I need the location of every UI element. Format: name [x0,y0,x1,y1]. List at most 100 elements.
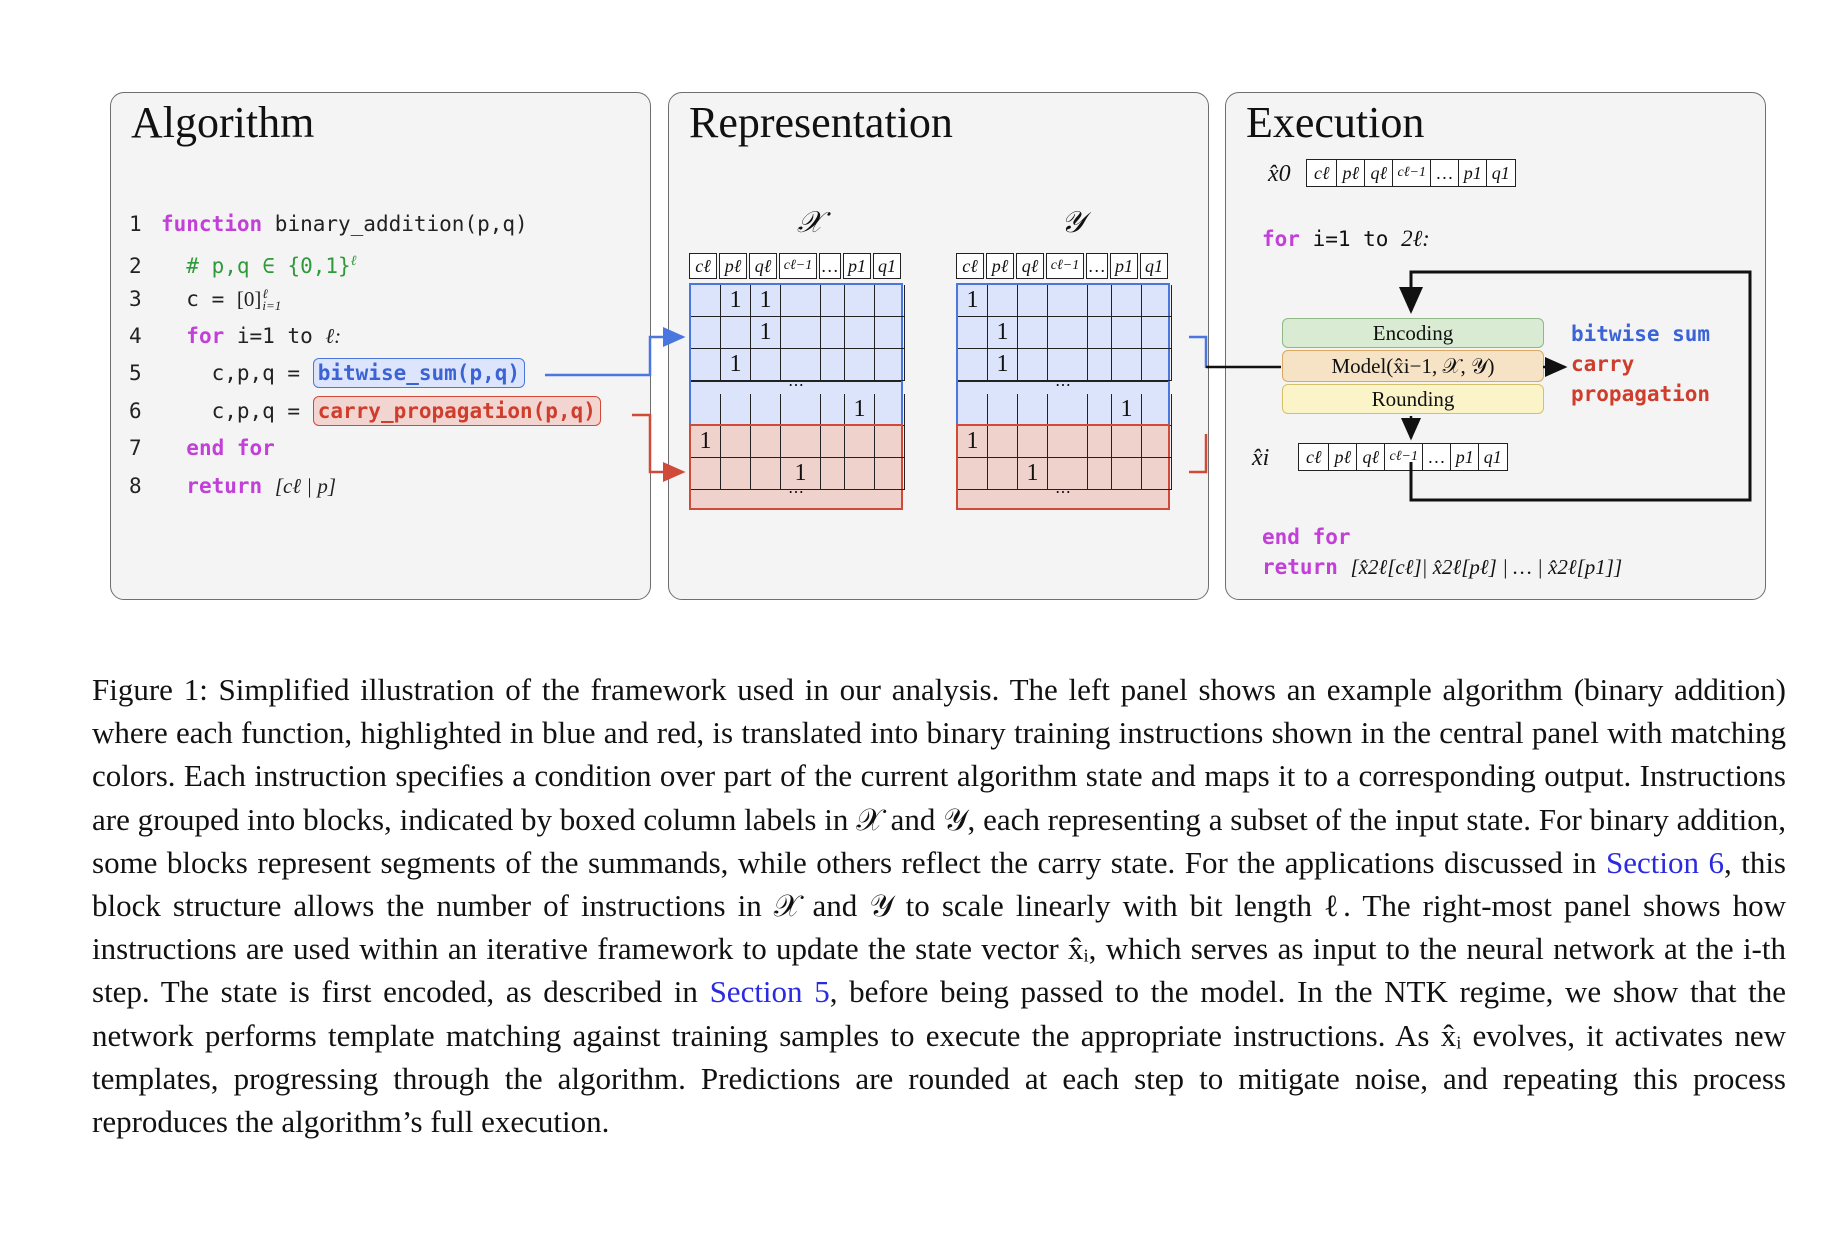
matrix-cell [781,393,821,426]
matrix-cell: 1 [958,425,988,458]
matrix-cell [821,349,845,381]
figure-caption: Figure 1: Simplified illustration of the… [92,668,1786,1143]
zero-vector: [0] [236,287,262,311]
matrix-cell [751,425,781,458]
column-header-cell: qℓ [1016,253,1044,279]
caption-text-3: , before being passed to the model. In t… [92,974,1786,1140]
matrix-cell [1048,317,1088,349]
matrix-cell [1018,425,1048,458]
ellipsis-row: ⋯ [958,378,1168,394]
matrix-cell [845,349,875,381]
column-header-cell: q1 [873,253,901,279]
bitwise-sum-call: bitwise_sum(p,q) [312,358,526,388]
matrix-cell [751,393,781,426]
state-cell: cℓ−1 [1384,443,1424,471]
assign-lhs: c,p,q = [211,361,313,385]
keyword-end-for: end for [186,436,275,460]
keyword-return: return [186,474,263,498]
zero-vector-sup: ℓ [262,286,268,301]
column-header-cell: cℓ−1 [1046,253,1084,279]
execution-title: Execution [1246,98,1425,147]
matrix-cell [875,317,905,349]
state-cell: p1 [1458,159,1488,187]
matrix-cell: 1 [845,393,875,426]
matrix-cell [1142,393,1172,426]
matrix-cell: 1 [958,285,988,317]
column-header-cell: pℓ [986,253,1014,279]
matrix-cell [1088,317,1112,349]
matrix-cell [1048,457,1088,490]
caption-text-2: , this block structure allows the number… [92,844,1786,1010]
matrix-cell [988,285,1018,317]
zero-vector-sub: i=1 [262,298,282,313]
state-cell: pℓ [1328,443,1358,471]
matrix-cell [691,285,721,317]
ellipsis-row: ⋯ [788,483,804,501]
line-number: 5 [129,361,142,385]
line-number: 2 [129,254,142,278]
code-line-2: 2 # p,q ∈ {0,1}ℓ [129,245,357,279]
matrix-cell [1142,317,1172,349]
matrix-cell [691,349,721,381]
keyword-for: for [1262,227,1300,251]
y-set-label: 𝒴 [1061,206,1085,239]
matrix-cell [1112,349,1142,381]
state-cell: … [1422,443,1452,471]
matrix-cell [1112,457,1142,490]
model-step: Model(x̂i−1, 𝒳, 𝒴) [1282,350,1544,382]
rounding-step: Rounding [1282,384,1544,414]
matrix-cell [1088,285,1112,317]
state-cell: cℓ [1298,443,1330,471]
matrix-cell [821,285,845,317]
section-6-link[interactable]: Section 6 [1605,844,1724,880]
side-label-carry: carry [1571,352,1635,376]
matrix-cell: 1 [988,349,1018,381]
matrix-cell [821,425,845,458]
keyword-function: function [161,212,263,236]
matrix-cell: 1 [721,349,751,381]
loop-bound: ℓ: [325,324,342,348]
matrix-cell [821,393,845,426]
ellipsis-row: ⋯ [691,378,901,394]
matrix-cell [1018,317,1048,349]
matrix-cell [1048,393,1088,426]
matrix-cell [721,317,751,349]
line-number: 6 [129,399,142,423]
matrix-cell [1142,285,1172,317]
matrix-cell [1048,285,1088,317]
column-header-cell: … [819,253,841,279]
matrix-cell [1018,393,1048,426]
matrix-cell [845,425,875,458]
loop-range: i=1 to [1299,227,1402,251]
matrix-cell [1088,457,1112,490]
matrix-cell [875,457,905,490]
code-line-5: 5 c,p,q = bitwise_sum(p,q) [129,356,526,390]
code-line-7: 7 end for [129,431,275,465]
line-number: 4 [129,324,142,348]
matrix-cell [781,425,821,458]
matrix-cell [875,425,905,458]
return-value: [cℓ | p] [274,474,336,498]
state-cell: p1 [1450,443,1480,471]
code-line-6: 6 c,p,q = carry_propagation(p,q) [129,394,601,428]
matrix-cell [781,285,821,317]
matrix-cell [691,393,721,426]
section-5-link[interactable]: Section 5 [709,974,830,1010]
return-value: [x̂2ℓ[cℓ]| x̂2ℓ[pℓ] | … | x̂2ℓ[p1]] [1350,555,1623,579]
loop-range: i=1 to [224,324,326,348]
matrix-cell [1142,457,1172,490]
exec-return-line: return [x̂2ℓ[cℓ]| x̂2ℓ[pℓ] | … | x̂2ℓ[p1… [1262,555,1622,580]
matrix-cell [1142,425,1172,458]
line-number: 7 [129,436,142,460]
matrix-cell [875,393,905,426]
code-line-8: 8 return [cℓ | p] [129,469,336,503]
matrix-cell [958,317,988,349]
matrix-cell [821,457,845,490]
assign-lhs: c,p,q = [211,399,313,423]
column-header-cell: q1 [1140,253,1168,279]
